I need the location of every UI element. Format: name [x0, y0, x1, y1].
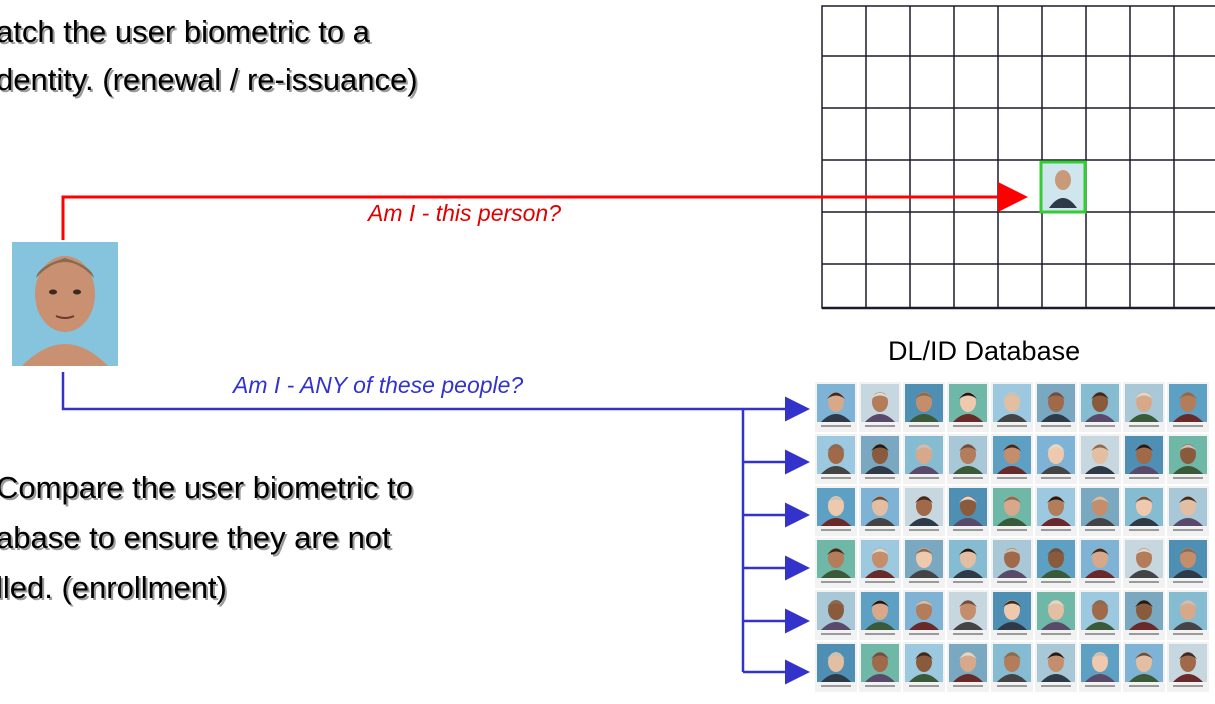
- database-photo-tile: [1035, 382, 1077, 432]
- database-photo-tile: [815, 434, 857, 484]
- database-photo-tile: [815, 538, 857, 588]
- match-photo-icon: [1039, 160, 1087, 214]
- database-photo-tile: [1123, 434, 1165, 484]
- database-photo-tile: [1123, 486, 1165, 536]
- database-photo-tile: [903, 434, 945, 484]
- identify-question-label: Am I - ANY of these people?: [233, 372, 524, 398]
- database-photo-tile: [1123, 642, 1165, 692]
- database-photo-tile: [947, 382, 989, 432]
- database-photo-tile: [1035, 486, 1077, 536]
- database-photo-tile: [1035, 590, 1077, 640]
- database-photo-tile: [1167, 538, 1209, 588]
- database-photo-tile: [947, 642, 989, 692]
- database-photo-tile: [1167, 486, 1209, 536]
- database-photo-tile: [815, 642, 857, 692]
- database-photo-tile: [1079, 538, 1121, 588]
- database-photo-tile: [1079, 590, 1121, 640]
- identification-text-line-1: Compare the user biometric to: [0, 470, 413, 505]
- database-photo-mosaic: [815, 382, 1209, 692]
- database-photo-tile: [1123, 590, 1165, 640]
- identification-text-line-2: abase to ensure they are not: [0, 520, 391, 555]
- database-photo-tile: [1079, 382, 1121, 432]
- database-photo-tile: [1167, 642, 1209, 692]
- database-label: DL/ID Database: [888, 336, 1081, 366]
- database-photo-tile: [991, 642, 1033, 692]
- database-photo-tile: [1035, 434, 1077, 484]
- database-photo-tile: [1079, 486, 1121, 536]
- user-photo-icon: [12, 242, 118, 366]
- database-photo-tile: [859, 434, 901, 484]
- database-photo-tile: [859, 382, 901, 432]
- database-photo-tile: [947, 590, 989, 640]
- database-photo-tile: [815, 382, 857, 432]
- verification-text-line-2: dentity. (renewal / re-issuance): [0, 62, 418, 97]
- database-photo-tile: [991, 538, 1033, 588]
- database-photo-tile: [1123, 538, 1165, 588]
- database-photo-tile: [903, 590, 945, 640]
- database-photo-tile: [903, 642, 945, 692]
- database-photo-tile: [947, 486, 989, 536]
- database-photo-tile: [903, 486, 945, 536]
- database-photo-tile: [1035, 642, 1077, 692]
- database-photo-tile: [991, 382, 1033, 432]
- database-photo-tile: [1167, 382, 1209, 432]
- database-photo-tile: [859, 538, 901, 588]
- verify-arrow: [61, 182, 1028, 240]
- database-photo-tile: [815, 486, 857, 536]
- database-photo-tile: [859, 486, 901, 536]
- verify-question-label: Am I - this person?: [368, 200, 562, 226]
- database-photo-tile: [903, 538, 945, 588]
- database-photo-tile: [1035, 538, 1077, 588]
- database-photo-tile: [991, 590, 1033, 640]
- database-photo-tile: [991, 486, 1033, 536]
- database-photo-tile: [903, 382, 945, 432]
- database-photo-tile: [859, 590, 901, 640]
- database-photo-tile: [1079, 434, 1121, 484]
- database-photo-tile: [859, 642, 901, 692]
- database-photo-tile: [1079, 642, 1121, 692]
- identification-text-line-3: lled. (enrollment): [0, 570, 227, 605]
- database-photo-tile: [991, 434, 1033, 484]
- database-photo-tile: [947, 538, 989, 588]
- database-grid: [821, 5, 1215, 310]
- database-photo-tile: [1167, 434, 1209, 484]
- database-photo-tile: [1167, 590, 1209, 640]
- identify-arrows: [61, 372, 810, 685]
- database-photo-tile: [947, 434, 989, 484]
- verification-text-line-1: atch the user biometric to a: [0, 14, 370, 49]
- database-photo-tile: [1123, 382, 1165, 432]
- database-photo-tile: [815, 590, 857, 640]
